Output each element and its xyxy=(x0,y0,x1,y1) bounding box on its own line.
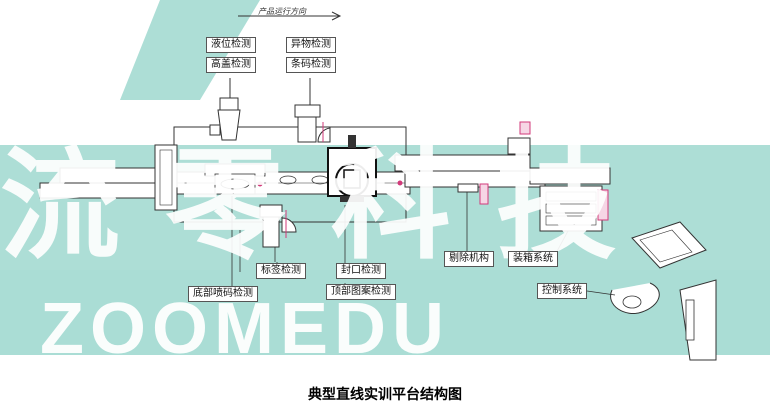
label-reject: 剔除机构 xyxy=(444,251,494,267)
seal-detect-unit xyxy=(327,135,377,202)
label-barcode: 条码检测 xyxy=(286,57,336,73)
packing-system xyxy=(539,185,609,256)
liquid-level-unit xyxy=(209,78,241,141)
left-drive xyxy=(154,144,178,211)
flow-direction-label: 产品运行方向 xyxy=(258,7,306,16)
diagram-caption: 典型直线实训平台结构图 xyxy=(308,387,462,403)
foreign-object-unit xyxy=(294,78,331,143)
watermark-stripe xyxy=(120,0,260,100)
label-control: 控制系统 xyxy=(537,283,587,299)
left-conveyor xyxy=(39,167,171,199)
label-seal-detect: 封口检测 xyxy=(336,263,386,279)
right-motor xyxy=(507,121,531,155)
label-foreign-object: 异物检测 xyxy=(286,37,336,53)
control-console xyxy=(579,221,717,361)
label-top-pattern: 顶部图案检测 xyxy=(326,284,396,300)
label-bottom-print: 底部喷码检测 xyxy=(188,286,258,302)
bottle-track xyxy=(204,163,403,195)
label-cap-detect: 高盖检测 xyxy=(206,57,256,73)
label-liquid-level: 液位检测 xyxy=(206,37,256,53)
watermark-text-en: ZOOMEDU xyxy=(40,289,450,369)
watermark-text-cn: 流 零 科 技 xyxy=(0,139,623,273)
label-detect-unit xyxy=(259,204,297,262)
label-label-detect: 标签检测 xyxy=(256,263,306,279)
right-conveyor xyxy=(394,154,611,188)
label-packing: 装箱系统 xyxy=(508,251,558,267)
reject-mechanism xyxy=(457,183,489,255)
